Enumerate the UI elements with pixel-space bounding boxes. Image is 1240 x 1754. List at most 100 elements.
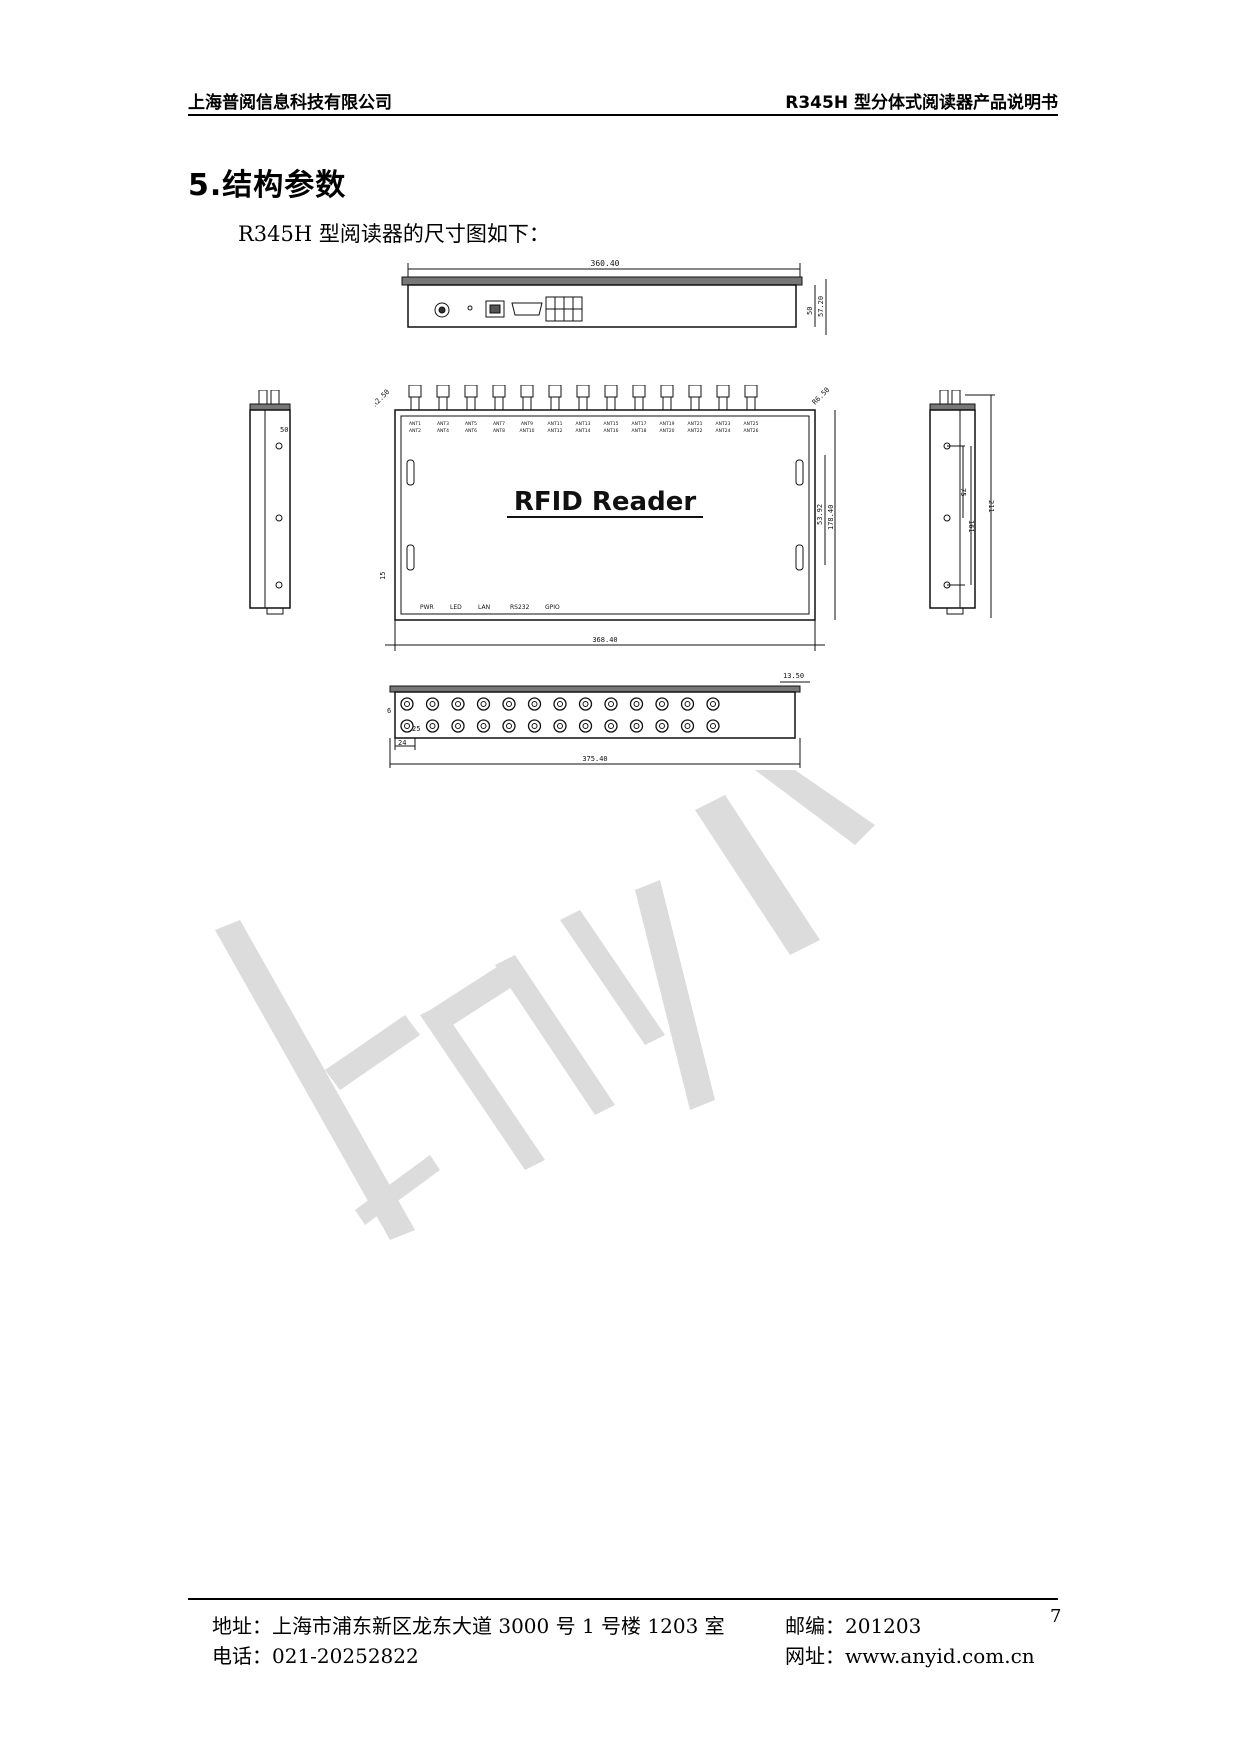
back-connector: [629, 719, 644, 733]
antenna-label: ANT14: [576, 428, 591, 434]
footer-phone: 电话：021-20252822: [212, 1644, 419, 1668]
antenna-label: ANT24: [716, 428, 731, 434]
back-connector-core: [404, 701, 410, 707]
back-connector: [629, 697, 644, 711]
footer-website: 网址：www.anyid.com.cn: [785, 1644, 1035, 1668]
back-connector-core: [455, 723, 461, 729]
back-connector: [655, 697, 669, 711]
antenna-connector-stem: [494, 396, 504, 411]
top-dim-right-round: R6.50: [811, 386, 832, 407]
back-connector-core: [404, 723, 410, 729]
antenna-connector: [632, 385, 646, 398]
left-view-dim: 50: [280, 426, 288, 434]
left-side-view-drawing: 50: [249, 390, 291, 615]
right-view-dim-3: 161: [967, 520, 975, 533]
back-connector-core: [684, 723, 691, 729]
back-dim-5: 375.40: [582, 755, 607, 763]
antenna-label: ANT11: [548, 421, 563, 427]
back-connector-core: [531, 723, 538, 729]
back-view-drawing: 13.50 6 25 24 375.40: [387, 672, 810, 768]
antenna-label: ANT8: [493, 428, 505, 434]
section-intro: R345H 型阅读器的尺寸图如下：: [238, 222, 550, 246]
back-dim-2: 6: [387, 707, 391, 715]
back-connector: [476, 697, 491, 711]
device-label: RFID Reader: [514, 487, 697, 517]
back-connector-core: [557, 701, 563, 707]
antenna-label: ANT10: [520, 428, 535, 434]
top-dim-inner-h: 53.92: [816, 504, 824, 525]
antenna-connector: [520, 385, 534, 398]
antenna-connector-stem: [578, 396, 588, 411]
back-connector: [425, 697, 440, 711]
antenna-label: ANT23: [716, 421, 731, 427]
front-view-drawing: 360.40 50 57.20: [401, 259, 827, 335]
back-connector: [400, 719, 414, 733]
antenna-label: ANT3: [437, 421, 449, 427]
top-view-drawing: ANT1ANT2ANT3ANT4ANT5ANT6ANT7ANT8ANT9ANT1…: [375, 385, 836, 651]
antenna-connector: [604, 385, 618, 398]
antenna-connector-stem: [662, 396, 672, 411]
antenna-connector-stem: [634, 396, 644, 411]
back-connector-core: [455, 701, 461, 707]
antenna-label: ANT12: [548, 428, 563, 434]
right-view-dim-2: 211: [987, 500, 995, 513]
front-height-dim-1: 50: [806, 307, 814, 315]
back-connector-core: [608, 723, 614, 729]
antenna-label: ANT25: [744, 421, 759, 427]
antenna-connector-stem: [550, 396, 560, 411]
footer-postcode: 邮编：201203: [785, 1614, 922, 1638]
antenna-label: ANT15: [604, 421, 619, 427]
footer-divider: [188, 1598, 1058, 1600]
port-label-led: LED: [450, 604, 462, 611]
front-height-dim-2: 57.20: [817, 296, 825, 317]
page-number: 7: [1050, 1606, 1062, 1627]
port-label-gpio: GPIO: [545, 604, 560, 611]
antenna-label: ANT22: [688, 428, 703, 434]
antenna-label: ANT18: [632, 428, 647, 434]
antenna-label: ANT9: [521, 421, 533, 427]
antenna-label: ANT5: [465, 421, 477, 427]
top-dim-left-round: R2.50: [375, 388, 391, 409]
antenna-connector-stem: [606, 396, 616, 411]
back-connector-core: [480, 723, 487, 729]
antenna-connector: [716, 385, 730, 398]
back-connector-core: [633, 723, 640, 729]
front-width-dim: 360.40: [591, 259, 620, 268]
antenna-label: ANT16: [604, 428, 619, 434]
antenna-label: ANT19: [660, 421, 675, 427]
back-connector-core: [659, 701, 665, 707]
back-connector-core: [531, 701, 538, 707]
antenna-label: ANT2: [409, 428, 421, 434]
section-title: 5.结构参数: [188, 168, 347, 203]
document-title: R345H 型分体式阅读器产品说明书: [785, 93, 1058, 113]
back-connector-core: [429, 701, 436, 707]
back-connector-core: [506, 701, 512, 707]
back-connector-core: [582, 701, 589, 707]
antenna-label: ANT20: [660, 428, 675, 434]
antenna-connector: [744, 385, 758, 398]
antenna-connectors: ANT1ANT2ANT3ANT4ANT5ANT6ANT7ANT8ANT9ANT1…: [408, 385, 759, 434]
right-side-view-drawing: 75 211 161: [929, 390, 995, 618]
back-connector: [400, 697, 414, 711]
back-connector: [706, 697, 720, 711]
back-connector: [553, 719, 567, 733]
back-connector: [706, 719, 720, 733]
port-label-lan: LAN: [478, 604, 490, 611]
antenna-connector-stem: [410, 396, 420, 411]
back-connector: [476, 719, 491, 733]
antenna-label: ANT1: [409, 421, 421, 427]
back-connector: [578, 697, 593, 711]
back-connector-core: [710, 723, 716, 729]
back-connector: [451, 719, 465, 733]
back-connector-core: [608, 701, 614, 707]
antenna-connector-stem: [438, 396, 448, 411]
back-connector: [502, 719, 516, 733]
antenna-label: ANT13: [576, 421, 591, 427]
top-dim-slot: 15: [379, 572, 387, 580]
antenna-label: ANT26: [744, 428, 759, 434]
back-connector: [604, 719, 618, 733]
back-connector: [527, 719, 542, 733]
footer-address: 地址：上海市浦东新区龙东大道 3000 号 1 号楼 1203 室: [212, 1614, 725, 1638]
back-connector: [502, 697, 516, 711]
antenna-label: ANT4: [437, 428, 449, 434]
